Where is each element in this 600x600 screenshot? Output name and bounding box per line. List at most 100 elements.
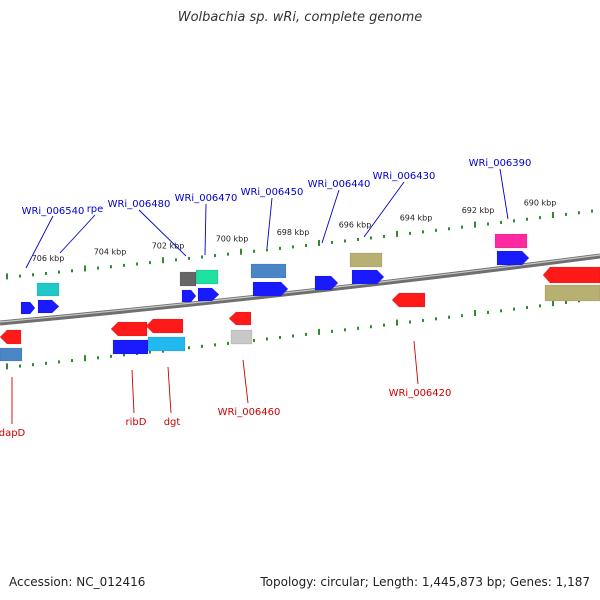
scale-tick (149, 350, 151, 354)
scale-tick (292, 334, 294, 338)
reverse-scale-track (6, 297, 593, 370)
gene-feature[interactable] (349, 252, 383, 268)
gene-feature[interactable] (351, 269, 385, 285)
gene-feature[interactable] (145, 318, 184, 334)
scale-tick (591, 209, 593, 213)
scale-tick (409, 231, 411, 235)
gene-feature[interactable] (0, 329, 22, 345)
gene-feature[interactable] (195, 269, 219, 285)
gene-label-forward[interactable]: WRi_006470 (175, 193, 238, 204)
gene-label-reverse[interactable]: dgt (164, 417, 181, 428)
gene-feature[interactable] (542, 266, 600, 284)
gene-feature[interactable] (252, 281, 289, 297)
scale-tick (513, 219, 515, 223)
scale-tick (32, 273, 34, 277)
gene-label-forward[interactable]: WRi_006390 (469, 158, 532, 169)
kbp-tick-label: 694 kbp (400, 214, 433, 223)
scale-tick (539, 216, 541, 220)
gene-label-forward[interactable]: WRi_006540 (22, 206, 85, 217)
scale-tick (279, 246, 281, 250)
gene-feature[interactable] (197, 287, 220, 302)
scale-tick (201, 255, 203, 259)
gene-leader-line (204, 203, 207, 256)
scale-tick (97, 266, 99, 270)
gene-feature[interactable] (230, 329, 253, 345)
kbp-tick-label: 698 kbp (277, 228, 310, 237)
gene-label-forward[interactable]: WRi_006430 (373, 171, 436, 182)
scale-tick (188, 256, 190, 260)
scale-tick (305, 332, 307, 336)
scale-tick (123, 263, 125, 267)
scale-tick (227, 252, 229, 256)
gene-leader-line (25, 215, 54, 269)
gene-feature[interactable] (0, 347, 23, 362)
gene-feature[interactable] (181, 289, 197, 303)
gene-label-reverse[interactable]: dapD (0, 428, 26, 439)
scale-tick (32, 363, 34, 367)
scale-tick (409, 320, 411, 324)
gene-feature[interactable] (36, 282, 60, 297)
scale-tick (526, 305, 528, 309)
gene-leader-line (242, 359, 249, 404)
gene-label-forward[interactable]: WRi_006440 (308, 179, 371, 190)
kbp-tick-label: 700 kbp (216, 235, 249, 244)
gene-feature[interactable] (228, 311, 252, 326)
gene-label-reverse[interactable]: ribD (126, 417, 147, 428)
gene-feature[interactable] (314, 275, 339, 291)
gene-label-forward[interactable]: WRi_006480 (108, 199, 171, 210)
scale-tick (344, 328, 346, 332)
scale-tick (539, 304, 541, 308)
scale-tick (58, 360, 60, 364)
gene-feature[interactable] (544, 284, 600, 302)
gene-feature[interactable] (496, 250, 530, 266)
gene-feature[interactable] (37, 299, 60, 314)
scale-tick (396, 319, 398, 326)
scale-tick (383, 323, 385, 327)
gene-leader-line (167, 366, 172, 414)
scale-tick (435, 228, 437, 232)
gene-feature[interactable] (391, 292, 426, 308)
gene-leader-line (266, 197, 273, 249)
scale-tick (461, 225, 463, 229)
scale-tick (305, 243, 307, 247)
scale-tick (253, 338, 255, 342)
gene-feature[interactable] (147, 336, 186, 352)
scale-tick (266, 337, 268, 341)
gene-feature[interactable] (179, 271, 197, 287)
scale-tick (175, 258, 177, 262)
gene-feature[interactable] (110, 321, 148, 337)
scale-tick (266, 248, 268, 252)
scale-tick (58, 270, 60, 274)
scale-tick (357, 237, 359, 241)
forward-scale-track (6, 209, 593, 280)
scale-tick (448, 315, 450, 319)
scale-tick (487, 310, 489, 314)
gene-label-forward[interactable]: rpe (87, 204, 104, 215)
scale-tick (448, 227, 450, 231)
gene-label-reverse[interactable]: WRi_006420 (389, 388, 452, 399)
scale-tick (45, 271, 47, 275)
gene-feature[interactable] (20, 301, 36, 315)
kbp-tick-label: 704 kbp (94, 248, 127, 257)
gene-leader-line (499, 168, 509, 220)
scale-tick (6, 363, 8, 370)
gene-feature[interactable] (494, 233, 528, 249)
gene-feature[interactable] (112, 339, 149, 355)
scale-tick (136, 262, 138, 266)
kbp-tick-label: 706 kbp (32, 254, 65, 263)
genome-backbone (0, 253, 600, 326)
scale-tick (435, 317, 437, 321)
scale-tick (84, 265, 86, 272)
gene-leader-line (363, 181, 405, 238)
gene-feature[interactable] (250, 263, 287, 279)
scale-tick (552, 300, 554, 307)
scale-tick (422, 230, 424, 234)
scale-tick (97, 356, 99, 360)
scale-tick (383, 234, 385, 238)
gene-label-reverse[interactable]: WRi_006460 (218, 407, 281, 418)
scale-tick (565, 212, 567, 216)
scale-tick (422, 318, 424, 322)
gene-label-forward[interactable]: WRi_006450 (241, 187, 304, 198)
